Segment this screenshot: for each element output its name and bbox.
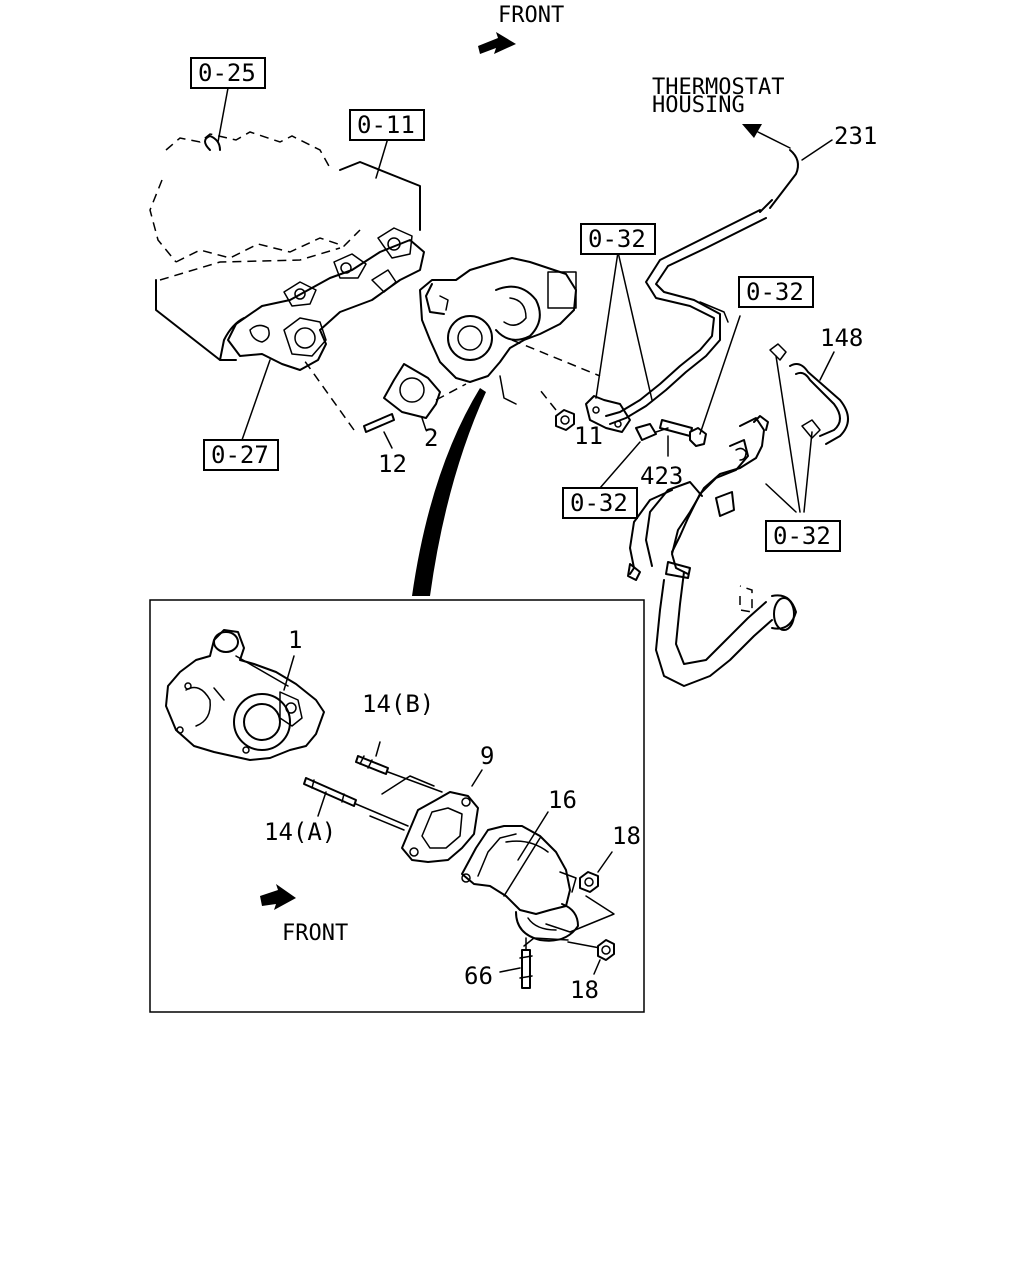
leader-pipe-b (775, 355, 801, 513)
detail-nut-18-lower (593, 939, 615, 975)
stud-12: 12 (303, 359, 407, 478)
detail-stud-66 (499, 937, 533, 989)
callout-11: 11 (574, 422, 603, 450)
leader-pipe-c (803, 431, 813, 513)
exhaust-manifold (227, 227, 425, 371)
detail-callout-16: 16 (548, 786, 577, 814)
detail-stud-14b (355, 741, 443, 793)
leader-exhaust-manifold (375, 137, 389, 179)
thermostat-label-line1: THERMOSTAT (652, 75, 784, 100)
detail-stud-14a (303, 777, 409, 827)
thermostat-arrow-icon (742, 124, 762, 138)
water-tube (585, 149, 799, 433)
callout-148: 148 (820, 324, 863, 352)
detail-guide-b (369, 815, 405, 831)
gasket-2: 2 (383, 363, 441, 452)
water-pipe-assembly (627, 415, 797, 687)
ref-box-bolt-ref-label: 0-32 (570, 489, 628, 517)
detail-callout-66: 66 (464, 962, 493, 990)
hose-148: 148 (769, 324, 863, 445)
ref-box-engine-block-label: 0-25 (198, 59, 256, 87)
ref-box-manifold-lower[interactable]: 0-27 (203, 439, 279, 471)
ref-box-engine-block[interactable]: 0-25 (190, 57, 266, 89)
thermostat-direction-line (757, 131, 791, 149)
detail-guide-e (567, 941, 601, 949)
detail-guide-c (545, 895, 615, 933)
detail-callout-9: 9 (480, 742, 494, 770)
detail-guide-a (381, 775, 435, 795)
callout-423: 423 (640, 462, 683, 490)
thermostat-label-line2: HOUSING (652, 93, 745, 118)
leader-engine-block (217, 87, 229, 143)
detail-front-arrow-icon (260, 884, 296, 910)
ref-box-exhaust-manifold-label: 0-11 (357, 111, 415, 139)
detail-pointer (412, 388, 486, 596)
engine-block (149, 131, 421, 361)
ref-box-water-pipe[interactable]: 0-32 (765, 520, 841, 552)
callout-2: 2 (424, 424, 438, 452)
ref-box-bolt-ref[interactable]: 0-32 (562, 487, 638, 519)
ref-box-manifold-lower-label: 0-27 (211, 441, 269, 469)
ref-box-pipe-bracket-upper-label: 0-32 (588, 225, 646, 253)
nut-11: 11 (539, 389, 603, 450)
thermostat-housing-label: THERMOSTAT HOUSING (652, 75, 791, 149)
detail-callout-14a: 14(A) (264, 818, 336, 846)
detail-gasket-9 (401, 769, 483, 863)
detail-callout-14b: 14(B) (362, 690, 434, 718)
detail-leader-1 (283, 655, 295, 691)
leader-231 (801, 139, 833, 161)
detail-front-label: FRONT (282, 921, 348, 946)
detail-inset-frame (149, 599, 645, 1013)
ref-box-exhaust-manifold[interactable]: 0-11 (349, 109, 425, 141)
callout-12: 12 (378, 450, 407, 478)
ref-box-hose-clip-label: 0-32 (746, 278, 804, 306)
ref-box-hose-clip[interactable]: 0-32 (738, 276, 814, 308)
front-arrow-top: FRONT (478, 3, 564, 54)
detail-callout-1: 1 (288, 626, 302, 654)
detail-nut-18-upper (579, 851, 613, 893)
detail-callout-18-upper: 18 (612, 822, 641, 850)
detail-elbow-16 (461, 811, 579, 942)
gasket-dash (435, 383, 467, 401)
detail-guide-d (523, 937, 569, 947)
detail-callout-18-lower: 18 (570, 976, 599, 1004)
leader-manifold-lower (241, 359, 271, 441)
turbocharger (419, 257, 577, 405)
ref-box-pipe-bracket-upper[interactable]: 0-32 (580, 223, 656, 255)
turbo-bolt-dash (511, 339, 601, 377)
bolt-and-stud-423: 423 (635, 419, 707, 490)
leader-bolt (599, 441, 641, 489)
front-label-top: FRONT (498, 3, 564, 28)
callout-231: 231 (834, 122, 877, 150)
detail-turbocharger (165, 629, 325, 761)
detail-front-arrow: FRONT (260, 884, 348, 946)
leader-bracket-a (595, 251, 619, 399)
leader-hose-clip (699, 315, 741, 435)
leader-pipe-a (765, 483, 797, 513)
front-arrow-icon (478, 32, 516, 54)
leader-bracket-b (617, 251, 653, 401)
ref-box-water-pipe-label: 0-32 (773, 522, 831, 550)
